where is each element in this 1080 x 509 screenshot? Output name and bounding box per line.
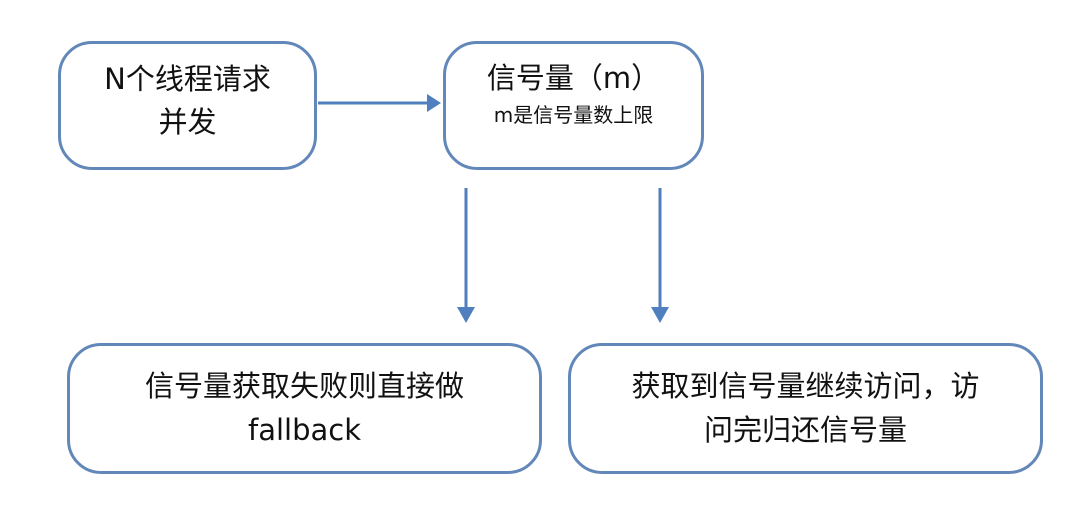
node-semaphore-title: 信号量（m） (486, 61, 661, 95)
node-success-line2: 问完归还信号量 (703, 413, 907, 447)
node-fail-line1: 信号量获取失败则直接做 (144, 369, 464, 403)
arrowhead-semaphore-to-fail (457, 307, 475, 323)
node-success-line1: 获取到信号量继续访问，访 (631, 369, 980, 403)
node-acquire-success: 获取到信号量继续访问，访 问完归还信号量 (568, 343, 1043, 474)
node-fail-line2: fallback (247, 413, 361, 447)
arrowhead-semaphore-to-success (651, 307, 669, 323)
node-requests-line2: 并发 (158, 105, 217, 139)
arrowhead-requests-to-semaphore (427, 94, 441, 112)
node-semaphore: 信号量（m） m是信号量数上限 (443, 41, 704, 170)
node-acquire-fail: 信号量获取失败则直接做 fallback (67, 343, 542, 474)
node-semaphore-note: m是信号量数上限 (493, 103, 654, 127)
node-thread-requests: N个线程请求 并发 (58, 41, 317, 170)
node-requests-line1: N个线程请求 (104, 62, 271, 96)
